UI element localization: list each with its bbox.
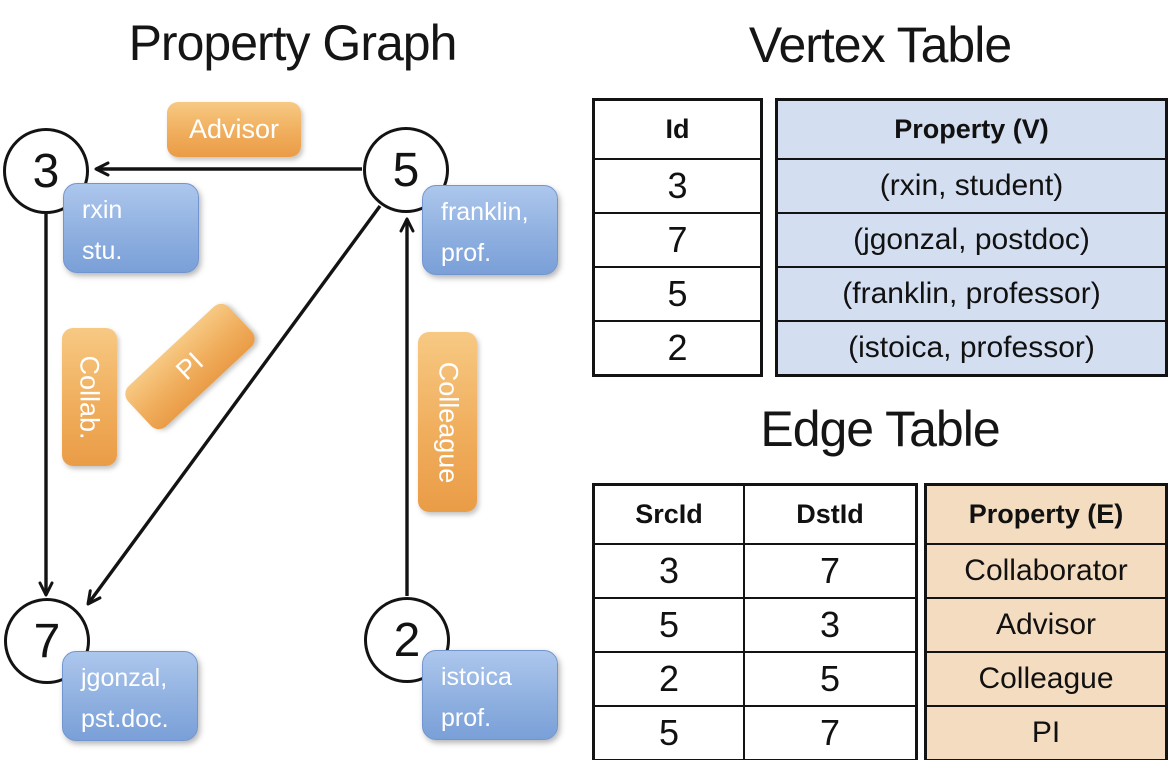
vertex-table-property-column: Property (V) (rxin, student) (jgonzal, p… <box>775 98 1168 377</box>
vertex-property-box-2: istoica prof. <box>422 650 558 740</box>
table-cell: 7 <box>745 705 915 759</box>
table-cell: 3 <box>745 597 915 651</box>
column-header-id: Id <box>665 114 690 144</box>
edge-label-colleague: Colleague <box>418 332 477 512</box>
vertex-property-line: stu. <box>82 236 123 265</box>
edge-pi-arrow-5-to-7 <box>86 204 382 606</box>
edge-label-collab: Collab. <box>62 328 117 466</box>
vertex-table: Id 3 7 5 2 Property (V) (rxin, student) … <box>592 98 1168 377</box>
edge-table-title: Edge Table <box>760 401 1000 457</box>
graph-node-2: 2 <box>364 597 450 683</box>
node-id: 3 <box>32 144 60 198</box>
edge-table-id-columns: SrcId 3 5 2 5 DstId 7 3 5 7 <box>592 483 918 760</box>
table-cell: 5 <box>595 705 743 759</box>
table-cell: Collaborator <box>927 543 1165 597</box>
column-header-property-e: Property (E) <box>927 486 1165 543</box>
vertex-table-id-column: Id 3 7 5 2 <box>592 98 763 377</box>
table-cell: 5 <box>595 597 743 651</box>
graph-node-5: 5 <box>363 127 449 213</box>
table-cell: 5 <box>595 266 760 320</box>
column-header-srcid: SrcId <box>635 499 703 529</box>
vertex-property-box-3: rxin stu. <box>63 183 199 273</box>
vertex-property-line: franklin, <box>441 198 529 226</box>
node-id: 5 <box>392 143 420 197</box>
edge-table: SrcId 3 5 2 5 DstId 7 3 5 7 Property (E)… <box>592 483 1168 760</box>
edge-label-text: Collab. <box>75 354 106 440</box>
edge-table-property-column: Property (E) Collaborator Advisor Collea… <box>924 483 1168 760</box>
table-cell: (franklin, professor) <box>778 266 1165 320</box>
node-id: 2 <box>393 613 421 667</box>
vertex-property-line: pst.doc. <box>81 704 169 733</box>
table-cell: (istoica, professor) <box>778 320 1165 374</box>
column-header-dstid: DstId <box>796 499 864 529</box>
vertex-table-title: Vertex Table <box>748 17 1012 73</box>
edge-table-srcid-column: SrcId 3 5 2 5 <box>595 486 743 759</box>
vertex-property-line: istoica <box>441 663 512 691</box>
table-cell: 3 <box>595 158 760 212</box>
node-id: 7 <box>33 614 61 668</box>
edge-label-text: Colleague <box>433 361 463 483</box>
table-cell: (jgonzal, postdoc) <box>778 212 1165 266</box>
table-cell: Colleague <box>927 651 1165 705</box>
table-cell: 5 <box>745 651 915 705</box>
graph-edges <box>38 161 415 606</box>
property-graph-title: Property Graph <box>128 15 458 71</box>
vertex-property-box-7: jgonzal, pst.doc. <box>62 651 198 741</box>
vertex-property-line: prof. <box>441 238 492 267</box>
table-cell: Advisor <box>927 597 1165 651</box>
edge-label-text: Advisor <box>188 114 280 144</box>
table-cell: 3 <box>595 543 743 597</box>
table-cell: 7 <box>745 543 915 597</box>
table-cell: (rxin, student) <box>778 158 1165 212</box>
vertex-property-line: prof. <box>441 703 492 732</box>
table-cell: 7 <box>595 212 760 266</box>
vertex-property-box-5: franklin, prof. <box>422 185 558 275</box>
table-cell: 2 <box>595 320 760 374</box>
vertex-property-line: jgonzal, <box>81 664 168 692</box>
edge-label-advisor: Advisor <box>167 102 301 157</box>
vertex-property-line: rxin <box>82 196 123 224</box>
table-cell: PI <box>927 705 1165 759</box>
table-cell: 2 <box>595 651 743 705</box>
column-header-property-v: Property (V) <box>778 101 1165 158</box>
edge-label-text: PI <box>170 346 210 386</box>
edge-table-dstid-column: DstId 7 3 5 7 <box>743 486 915 759</box>
